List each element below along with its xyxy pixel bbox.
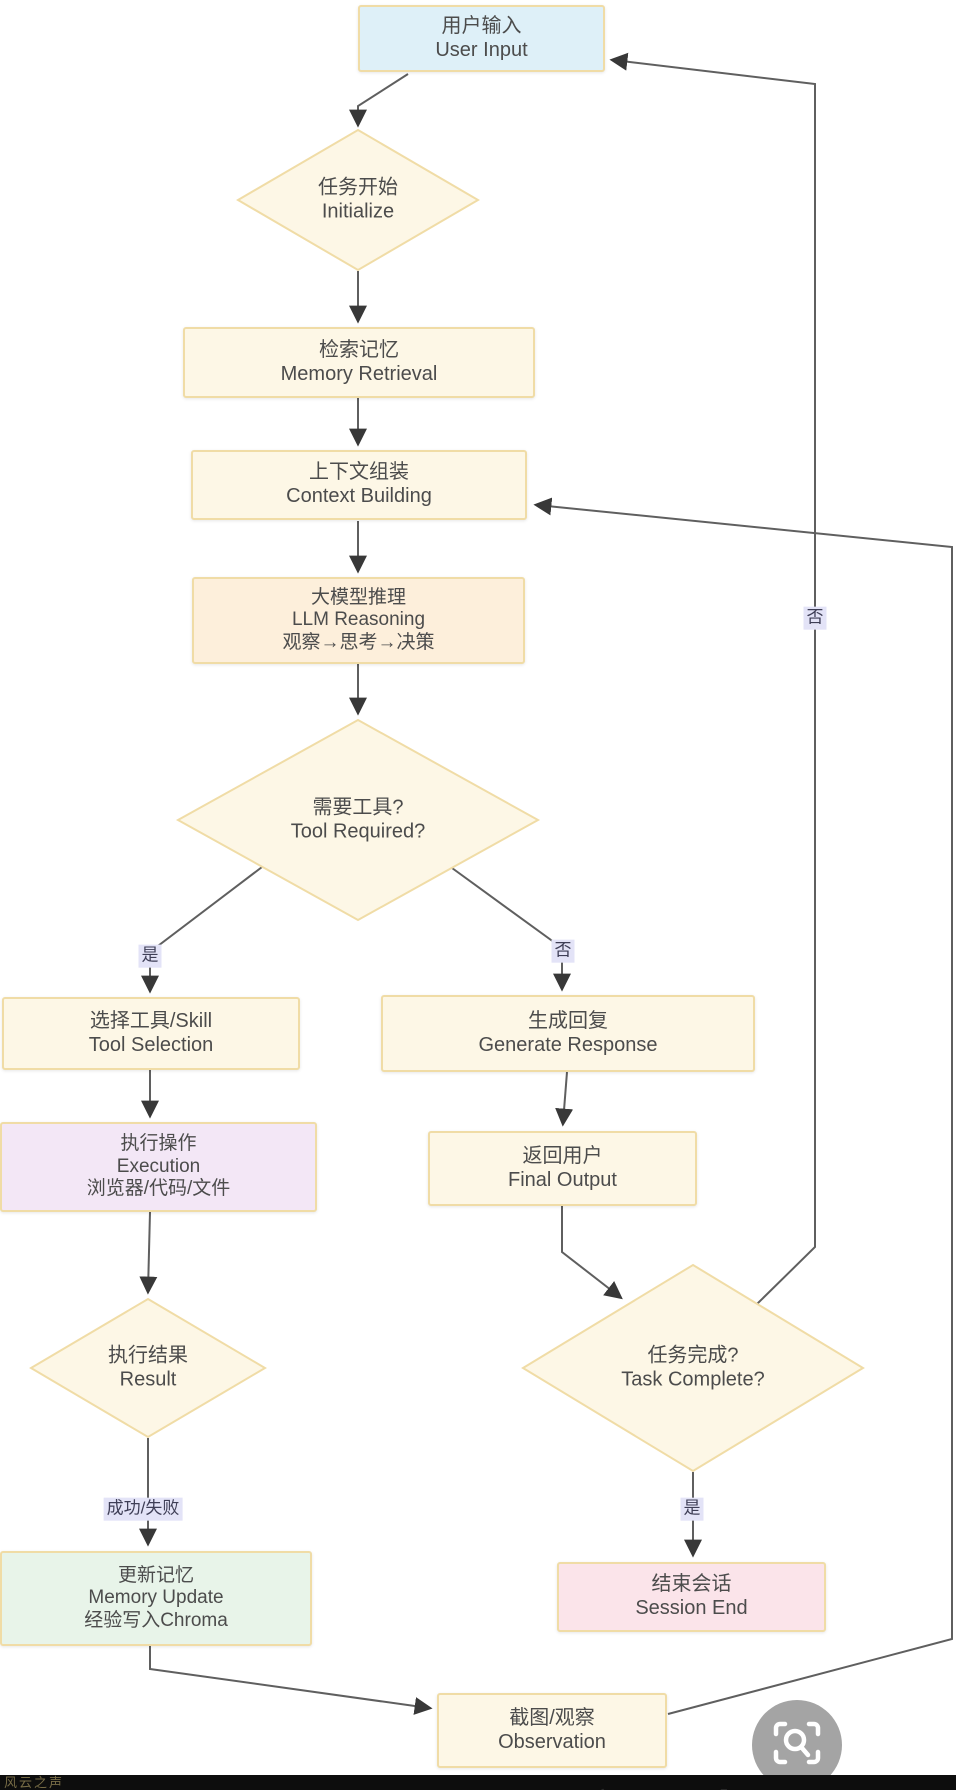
- bottom-bar: 风云之声 风云之声: [0, 1775, 956, 1790]
- node-tool-required-label-zh: 需要工具?: [312, 796, 404, 819]
- edge-userinput-initialize: [349, 73, 409, 128]
- node-task-complete-label-en: Task Complete?: [621, 1368, 765, 1390]
- edge-taskcomplete-userinput-no: [609, 52, 816, 1305]
- node-user-input: 用户输入 User Input: [358, 5, 605, 72]
- node-llm-reasoning-label-sub: 观察→思考→决策: [282, 631, 435, 653]
- node-tool-required-label-en: Tool Required?: [290, 820, 426, 842]
- edge-observation-contextbuilding: [533, 497, 953, 1715]
- node-observation-label-zh: 截图/观察: [509, 1706, 595, 1729]
- edge-execution-result: [139, 1211, 158, 1295]
- node-memory-retrieval-label-zh: 检索记忆: [319, 338, 399, 361]
- node-generate-response-label-en: Generate Response: [478, 1033, 658, 1056]
- node-initialize-shape: [236, 128, 480, 272]
- node-session-end-label-en: Session End: [635, 1597, 748, 1619]
- node-final-output-label-zh: 返回用户: [522, 1144, 603, 1167]
- node-generate-response: 生成回复 Generate Response: [381, 995, 755, 1072]
- watermark-text: 风云之声: [4, 1775, 65, 1790]
- node-context-building-label-en: Context Building: [286, 485, 432, 507]
- node-session-end: 结束会话 Session End: [557, 1562, 826, 1632]
- node-tool-selection-label-zh: 选择工具/Skill: [89, 1009, 213, 1032]
- node-initialize-label-en: Initialize: [321, 200, 395, 222]
- node-memory-retrieval-label-en: Memory Retrieval: [280, 362, 438, 385]
- node-memory-update-label-sub: 经验写入Chroma: [84, 1609, 228, 1631]
- node-memory-update-label-en: Memory Update: [88, 1587, 224, 1609]
- node-initialize-label-zh: 任务开始: [318, 176, 398, 199]
- node-context-building-label-zh: 上下文组装: [309, 461, 409, 484]
- node-final-output-label-en: Final Output: [508, 1168, 617, 1191]
- node-execution-label-sub: 浏览器/代码/文件: [86, 1178, 231, 1200]
- screenshot-search-lens-icon: [752, 1700, 842, 1790]
- screenshot-search-button[interactable]: [752, 1700, 842, 1790]
- node-observation-label-en: Observation: [498, 1730, 606, 1753]
- edge-label-loop-no: 否: [803, 606, 827, 630]
- edge-generateresponse-finaloutput: [555, 1071, 574, 1127]
- edge-memoryupdate-observation: [149, 1646, 433, 1715]
- edge-finaloutput-taskcomplete: [561, 1206, 623, 1300]
- edge-toolrequired-toolselection-yes: [141, 866, 263, 994]
- node-memory-update-label-zh: 更新记忆: [117, 1564, 194, 1586]
- node-tool-required-text: 需要工具? Tool Required?: [291, 796, 426, 843]
- node-observation: 截图/观察 Observation: [437, 1693, 667, 1768]
- node-context-building: 上下文组装 Context Building: [191, 450, 527, 520]
- node-final-output: 返回用户 Final Output: [428, 1131, 697, 1206]
- node-memory-update: 更新记忆 Memory Update 经验写入Chroma: [0, 1551, 312, 1646]
- edge-label-complete-yes: 是: [680, 1497, 704, 1521]
- node-result-label-en: Result: [119, 1368, 177, 1390]
- node-tool-selection: 选择工具/Skill Tool Selection: [2, 997, 300, 1070]
- node-llm-reasoning-label-en: LLM Reasoning: [291, 609, 426, 631]
- node-task-complete-shape: [521, 1263, 865, 1473]
- node-execution: 执行操作 Execution 浏览器/代码/文件: [0, 1122, 317, 1212]
- node-llm-reasoning: 大模型推理 LLM Reasoning 观察→思考→决策: [192, 577, 525, 664]
- edge-label-tool-yes: 是: [138, 944, 162, 968]
- node-task-complete-label-zh: 任务完成?: [647, 1344, 739, 1367]
- node-initialize-text: 任务开始 Initialize: [318, 176, 398, 223]
- node-result-shape: [29, 1297, 267, 1439]
- edge-toolrequired-generateresponse-no: [451, 867, 571, 992]
- node-session-end-label-zh: 结束会话: [651, 1573, 732, 1596]
- node-tool-selection-label-en: Tool Selection: [88, 1033, 214, 1056]
- node-task-complete-text: 任务完成? Task Complete?: [621, 1344, 764, 1391]
- node-tool-required-shape: [175, 718, 541, 922]
- edge-label-tool-no: 否: [551, 939, 575, 963]
- clipped-next-line-text: 风云之声: [335, 1775, 815, 1790]
- edge-label-result-outcome: 成功/失败: [103, 1497, 183, 1521]
- node-user-input-label-zh: 用户输入: [441, 14, 522, 37]
- node-llm-reasoning-label-zh: 大模型推理: [310, 586, 406, 608]
- node-memory-retrieval: 检索记忆 Memory Retrieval: [183, 327, 535, 398]
- node-execution-label-en: Execution: [116, 1155, 201, 1177]
- node-result-label-zh: 执行结果: [108, 1344, 188, 1367]
- node-generate-response-label-zh: 生成回复: [528, 1009, 608, 1032]
- node-execution-label-zh: 执行操作: [120, 1133, 197, 1155]
- node-user-input-label-en: User Input: [435, 38, 528, 61]
- node-result-text: 执行结果 Result: [108, 1344, 188, 1391]
